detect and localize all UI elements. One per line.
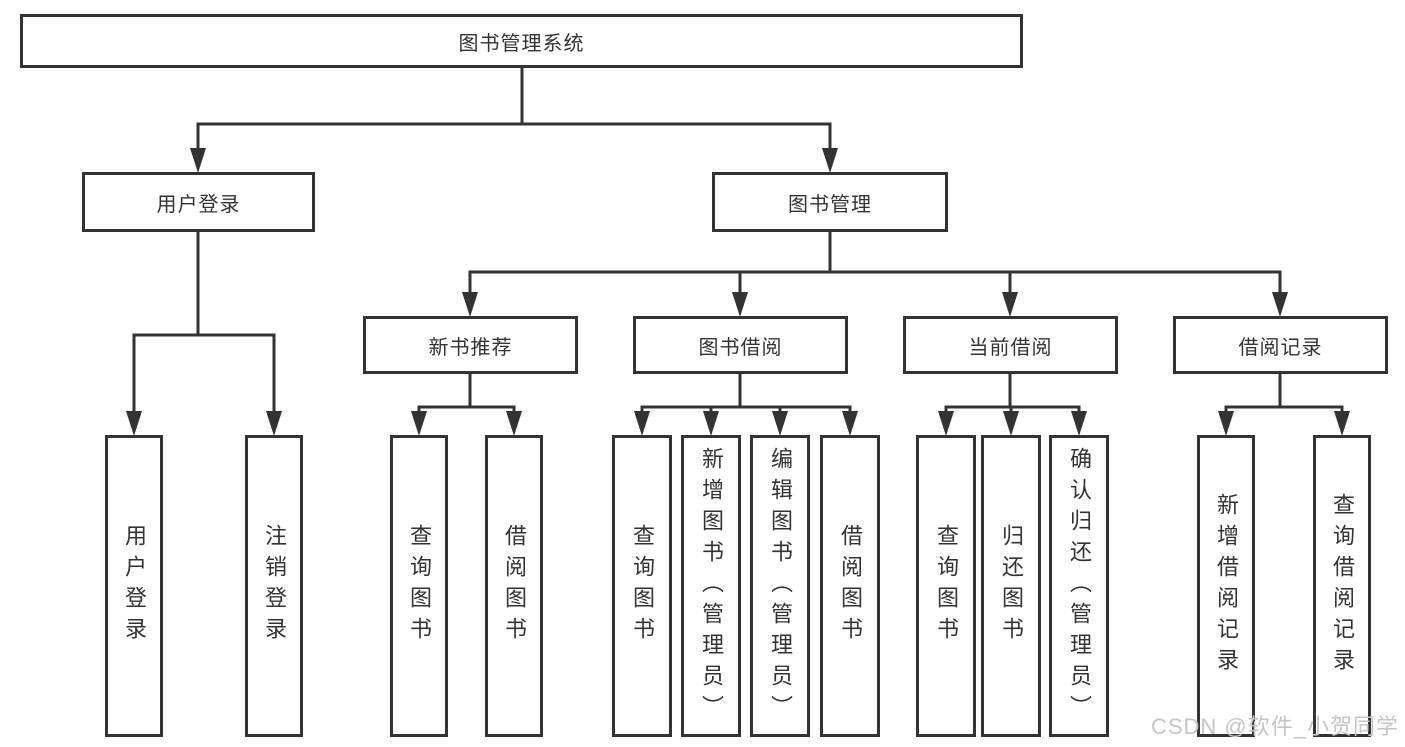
node-leaf-query-books-current: 查询图书 [916, 435, 976, 737]
node-new-book-recommend: 新书推荐 [363, 316, 578, 374]
node-leaf-query-borrow-record: 查询借阅记录 [1313, 435, 1371, 737]
node-label: 借阅图书 [502, 524, 527, 648]
node-label: 新增借阅记录 [1214, 493, 1239, 679]
connector-book-management-to-level2 [462, 230, 1288, 317]
connector-borrowing-records-to-leaves [1218, 372, 1350, 436]
node-leaf-query-books-recommend: 查询图书 [390, 435, 448, 737]
node-label: 注销登录 [262, 524, 287, 648]
node-label: 用户登录 [156, 193, 241, 216]
connector-book-borrowing-to-leaves [634, 372, 858, 436]
node-label: 借阅记录 [1238, 336, 1323, 359]
node-label: 查询图书 [407, 524, 432, 648]
node-user-login: 用户登录 [82, 172, 315, 232]
node-label: 查询图书 [630, 524, 655, 648]
connector-new-book-recommend-to-leaves [411, 372, 522, 436]
node-leaf-logout: 注销登录 [245, 435, 303, 737]
node-leaf-confirm-return-admin: 确认归还（管理员） [1049, 435, 1109, 737]
node-label: 新增图书（管理员） [699, 446, 724, 726]
node-label: 图书借阅 [698, 336, 783, 359]
node-leaf-edit-books-admin: 编辑图书（管理员） [750, 435, 810, 737]
node-leaf-add-books-admin: 新增图书（管理员） [681, 435, 741, 737]
node-label: 图书管理 [788, 193, 872, 216]
node-label: 用户登录 [122, 524, 147, 648]
connector-root-to-level1 [190, 66, 838, 173]
node-book-management-system: 图书管理系统 [20, 14, 1023, 68]
node-book-borrowing: 图书借阅 [633, 316, 848, 374]
node-label: 归还图书 [999, 524, 1024, 648]
node-label: 编辑图书（管理员） [768, 446, 793, 726]
node-current-borrowing: 当前借阅 [903, 316, 1118, 374]
node-leaf-query-books-borrowing: 查询图书 [612, 435, 672, 737]
node-label: 新书推荐 [428, 336, 513, 359]
node-leaf-user-login: 用户登录 [105, 435, 163, 737]
node-book-management: 图书管理 [712, 172, 948, 232]
node-leaf-return-books: 归还图书 [981, 435, 1041, 737]
node-borrowing-records: 借阅记录 [1173, 316, 1388, 374]
connector-current-borrowing-to-leaves [938, 372, 1087, 436]
node-label: 确认归还（管理员） [1067, 446, 1092, 726]
csdn-watermark: CSDN @软件_小贺同学 [1150, 714, 1399, 739]
node-label: 图书管理系统 [458, 32, 585, 55]
node-leaf-add-borrow-record: 新增借阅记录 [1197, 435, 1255, 737]
connector-user-login-to-leaves [126, 230, 282, 436]
node-label: 借阅图书 [838, 524, 863, 648]
node-leaf-borrow-books-borrowing: 借阅图书 [820, 435, 880, 737]
node-label: 查询图书 [934, 524, 959, 648]
node-leaf-borrow-books-recommend: 借阅图书 [485, 435, 543, 737]
node-label: 查询借阅记录 [1330, 493, 1355, 679]
node-label: 当前借阅 [968, 336, 1053, 359]
